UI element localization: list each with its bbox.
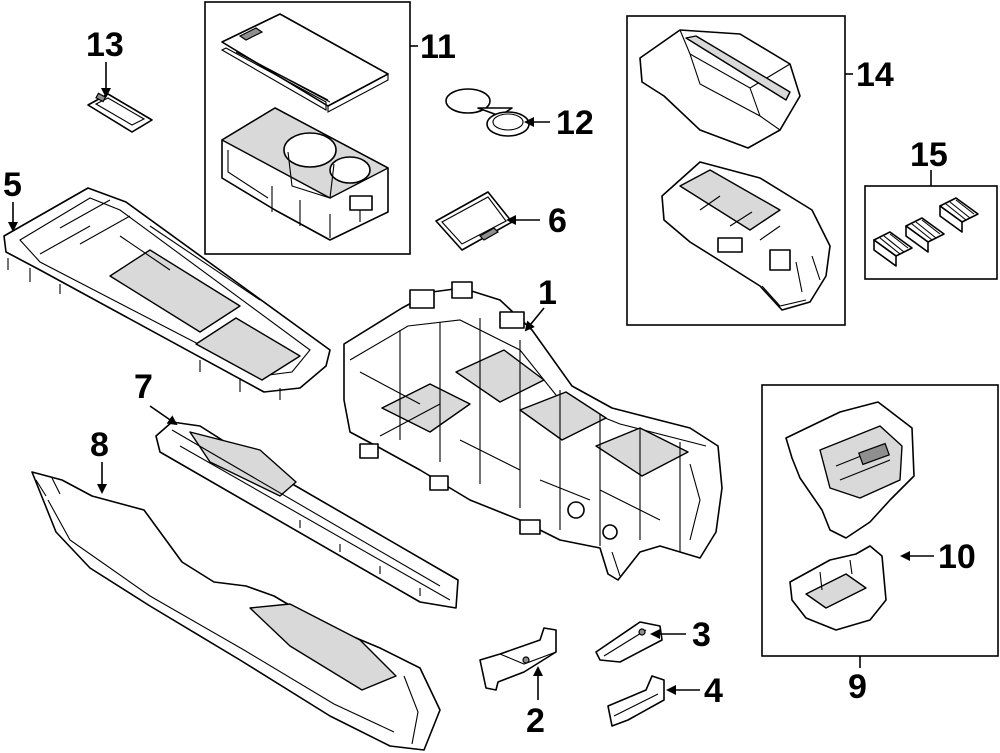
part-6-pad <box>435 191 513 251</box>
frame-group-9 <box>761 384 999 657</box>
leader-1 <box>524 307 545 332</box>
part-14-armrest-lid <box>639 29 801 149</box>
part-3-bracket <box>595 621 663 663</box>
part-11-lid <box>220 13 389 113</box>
part-14-bin <box>661 161 831 311</box>
callout-13: 13 <box>86 26 124 64</box>
frame-group-14 <box>626 15 846 326</box>
callout-4: 4 <box>704 672 723 710</box>
part-5-finish-panel <box>3 187 331 400</box>
callout-7: 7 <box>134 368 153 406</box>
part-15-clips <box>873 197 979 267</box>
part-13-bezel <box>87 92 153 133</box>
part-7-trim-strip <box>155 421 459 609</box>
callout-9: 9 <box>848 668 867 706</box>
leader-7 <box>149 405 178 426</box>
part-8-side-panel <box>31 471 441 751</box>
part-11-cupholder <box>221 107 389 241</box>
part-10-bracket <box>789 545 887 631</box>
callout-8: 8 <box>90 426 109 464</box>
callout-11: 11 <box>420 28 456 66</box>
callout-1: 1 <box>538 274 557 312</box>
callout-2: 2 <box>526 702 545 740</box>
callout-10: 10 <box>938 538 976 576</box>
part-1-console-bracket <box>343 281 723 581</box>
part-2-bracket <box>479 627 557 691</box>
callout-12: 12 <box>556 104 594 142</box>
callout-5: 5 <box>3 166 22 204</box>
callout-14: 14 <box>856 56 894 94</box>
frame-group-11 <box>204 1 411 255</box>
callout-6: 6 <box>548 202 567 240</box>
part-9-shifter-bezel <box>785 401 915 539</box>
callout-15: 15 <box>910 136 948 174</box>
callout-3: 3 <box>692 616 711 654</box>
part-12-cup-inserts <box>445 88 530 137</box>
part-4-bracket <box>607 675 665 727</box>
